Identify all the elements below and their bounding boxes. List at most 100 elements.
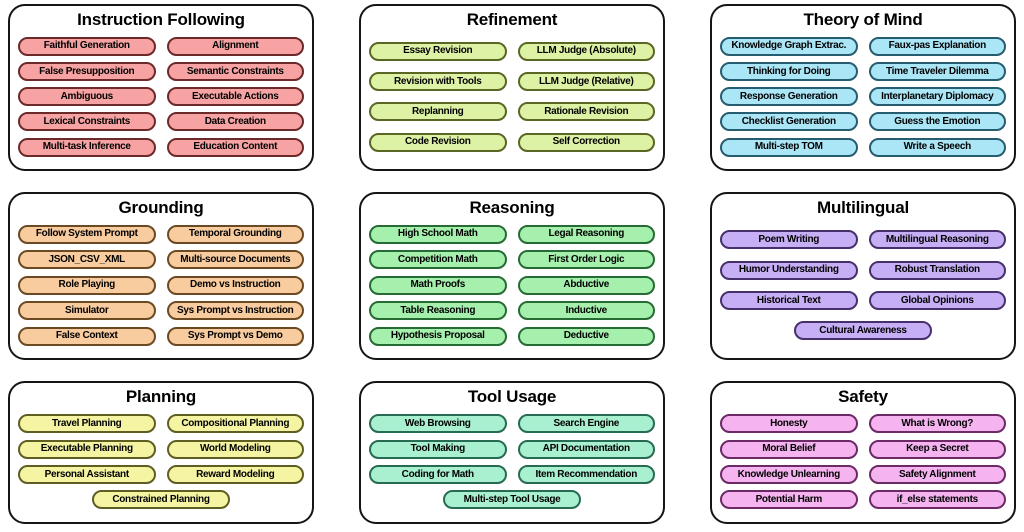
- task-pill: Education Content: [166, 137, 304, 157]
- task-pill: Humor Understanding: [720, 260, 858, 280]
- task-pill: Math Proofs: [369, 275, 507, 295]
- category-title-refinement: Refinement: [466, 10, 558, 29]
- task-pill: JSON_CSV_XML: [18, 250, 156, 270]
- category-title-tool-usage: Tool Usage: [467, 387, 557, 406]
- category-title-reasoning: Reasoning: [469, 198, 555, 217]
- task-pill: World Modeling: [166, 439, 304, 459]
- task-pill: Hypothesis Proposal: [369, 326, 507, 346]
- category-pills-safety: Honesty What is Wrong? Moral Belief Keep a …: [720, 408, 1006, 516]
- task-pill: Guess the Emotion: [868, 112, 1006, 132]
- category-title-theory-of-mind: Theory of Mind: [803, 10, 923, 29]
- task-pill: Global Opinions: [868, 291, 1006, 310]
- task-pill: Cultural Awareness: [794, 321, 932, 341]
- task-pill: Historical Text: [720, 291, 858, 310]
- task-pill: Executable Actions: [166, 87, 304, 107]
- task-pill: Essay Revision: [369, 41, 507, 61]
- task-pill: Faux-pas Explanation: [868, 36, 1006, 56]
- task-pill: Knowledge Unlearning: [720, 465, 858, 484]
- task-pill: Table Reasoning: [369, 301, 507, 321]
- task-pill: Multilingual Reasoning: [868, 230, 1006, 250]
- task-pill: Coding for Math: [369, 465, 507, 484]
- task-pill: Code Revision: [369, 132, 507, 152]
- task-pill: Sys Prompt vs Demo: [166, 326, 304, 346]
- task-pill: Follow System Prompt: [18, 224, 156, 244]
- task-pill: Demo vs Instruction: [166, 275, 304, 295]
- task-pill: Knowledge Graph Extrac.: [720, 36, 858, 56]
- task-pill: Lexical Constraints: [18, 112, 156, 132]
- task-pill: Self Correction: [517, 132, 655, 152]
- category-title-planning: Planning: [125, 387, 197, 406]
- task-pill: API Documentation: [517, 439, 655, 459]
- task-pill: Sys Prompt vs Instruction: [166, 301, 304, 321]
- task-pill: High School Math: [369, 224, 507, 244]
- task-pill: Thinking for Doing: [720, 62, 858, 82]
- task-pill: Honesty: [720, 414, 858, 434]
- task-pill: Keep a Secret: [868, 439, 1006, 459]
- task-pill: Reward Modeling: [166, 465, 304, 484]
- task-pill: Constrained Planning: [92, 490, 230, 510]
- task-pill: Semantic Constraints: [166, 62, 304, 82]
- category-title-safety: Safety: [838, 387, 888, 406]
- task-pill: LLM Judge (Absolute): [517, 41, 655, 61]
- task-pill: Interplanetary Diplomacy: [868, 87, 1006, 107]
- task-pill: Poem Writing: [720, 230, 858, 250]
- category-title-grounding: Grounding: [118, 198, 204, 217]
- task-pill: Replanning: [369, 102, 507, 122]
- task-pill: Checklist Generation: [720, 112, 858, 132]
- task-pill: False Presupposition: [18, 62, 156, 82]
- task-pill: Alignment: [166, 36, 304, 56]
- task-pill: Multi-step TOM: [720, 137, 858, 157]
- task-pill: First Order Logic: [517, 250, 655, 270]
- task-pill: Multi-task Inference: [18, 137, 156, 157]
- task-pill: Item Recommendation: [517, 465, 655, 484]
- task-pill: Abductive: [517, 275, 655, 295]
- task-pill: Temporal Grounding: [166, 224, 304, 244]
- task-pill: Multi-step Tool Usage: [443, 490, 581, 510]
- task-pill: Competition Math: [369, 250, 507, 270]
- task-pill: LLM Judge (Relative): [517, 72, 655, 92]
- task-pill: Faithful Generation: [18, 36, 156, 56]
- task-pill: Potential Harm: [720, 490, 858, 510]
- task-pill: Legal Reasoning: [517, 224, 655, 244]
- task-pill: Travel Planning: [18, 414, 156, 434]
- task-pill: Deductive: [517, 326, 655, 346]
- task-pill: Simulator: [18, 301, 156, 321]
- task-pill: Personal Assistant: [18, 465, 156, 484]
- category-title-multilingual: Multilingual: [816, 198, 910, 217]
- task-pill: Data Creation: [166, 112, 304, 132]
- task-pill: Search Engine: [517, 414, 655, 434]
- task-pill: Compositional Planning: [166, 414, 304, 434]
- category-title-instruction-following: Instruction Following: [77, 10, 245, 29]
- task-pill: Executable Planning: [18, 439, 156, 459]
- task-pill: Rationale Revision: [517, 102, 655, 122]
- task-pill: False Context: [18, 326, 156, 346]
- task-pill: Time Traveler Dilemma: [868, 62, 1006, 82]
- task-pill: Robust Translation: [868, 260, 1006, 280]
- task-pill: if_else statements: [868, 490, 1006, 510]
- task-pill: Moral Belief: [720, 439, 858, 459]
- task-pill: Web Browsing: [369, 414, 507, 434]
- task-pill: Safety Alignment: [868, 465, 1006, 484]
- task-pill: Multi-source Documents: [166, 250, 304, 270]
- task-pill: Write a Speech: [868, 137, 1006, 157]
- task-pill: Inductive: [517, 301, 655, 321]
- task-pill: Tool Making: [369, 439, 507, 459]
- task-pill: Ambiguous: [18, 87, 156, 107]
- task-pill: What is Wrong?: [868, 414, 1006, 434]
